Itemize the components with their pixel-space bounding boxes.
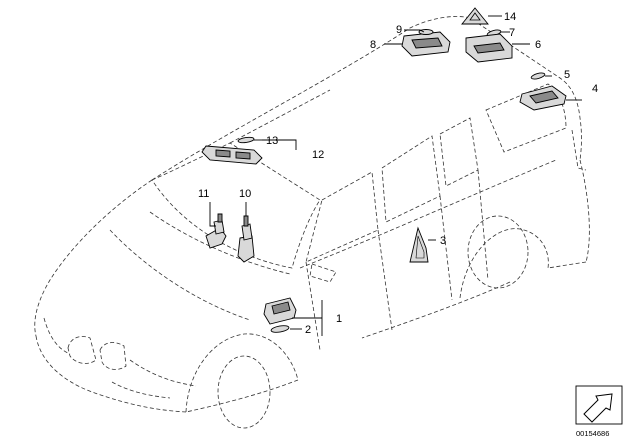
rear-wheel [459, 228, 549, 299]
callout-14: 14 [504, 11, 516, 23]
callout-4: 4 [592, 83, 598, 95]
leader-12 [262, 139, 297, 150]
part-footwell-light[interactable] [263, 297, 297, 325]
headlight-left [43, 317, 197, 387]
callout-7: 7 [509, 27, 515, 39]
grille [67, 336, 127, 370]
part-warning-triangle[interactable] [461, 7, 489, 25]
rear-tyre [467, 215, 529, 289]
tailgate-line [579, 159, 590, 263]
callout-1: 1 [336, 313, 342, 325]
callout-6: 6 [535, 39, 541, 51]
part-luggage-light[interactable] [519, 85, 567, 111]
belt-line [299, 159, 557, 269]
callout-12: 12 [312, 149, 324, 161]
front-door-line [305, 229, 393, 351]
part-door-pad[interactable] [409, 226, 429, 263]
leader-lines [209, 15, 582, 336]
mirror [309, 263, 337, 283]
document-id: 00154686 [576, 429, 609, 438]
leader-11 [209, 202, 216, 227]
bonnet-line [34, 179, 153, 337]
a-pillar [229, 89, 331, 144]
leader-1 [292, 300, 323, 336]
callout-11: 11 [198, 188, 209, 200]
tail-light [571, 129, 587, 171]
callout-8: 8 [370, 39, 376, 51]
windscreen [151, 142, 321, 269]
part-lens-5[interactable] [530, 72, 546, 80]
part-vanity-light-10[interactable] [237, 215, 255, 263]
callout-labels: 1 2 3 4 5 6 7 8 9 10 11 12 13 14 [198, 11, 598, 336]
rear-door-line [439, 169, 489, 301]
front-tyre [217, 355, 271, 429]
direction-arrow-icon [583, 393, 613, 423]
front-wheel [185, 333, 299, 413]
front-bumper-line [35, 335, 187, 413]
rear-side-window [381, 135, 441, 223]
callout-2: 2 [305, 324, 311, 336]
part-interior-light[interactable] [401, 29, 451, 57]
part-lens-13[interactable] [237, 136, 255, 144]
callout-9: 9 [396, 24, 402, 36]
callout-3: 3 [440, 235, 446, 247]
part-lens-2[interactable] [270, 324, 290, 333]
front-side-window [305, 171, 379, 263]
bonnet-crease [109, 211, 291, 321]
document-id-block: 00154686 [575, 385, 623, 438]
callout-5: 5 [564, 69, 570, 81]
callout-10: 10 [239, 188, 251, 200]
callout-13: 13 [266, 135, 278, 147]
part-front-interior-light[interactable] [201, 145, 263, 165]
part-rear-light-housing[interactable] [465, 33, 513, 63]
rear-window [485, 83, 567, 153]
leader-9 [404, 29, 425, 33]
part-reading-light-11[interactable] [205, 213, 227, 249]
fog-light [111, 381, 171, 399]
car-outline [34, 16, 590, 429]
quarter-window [439, 117, 479, 187]
